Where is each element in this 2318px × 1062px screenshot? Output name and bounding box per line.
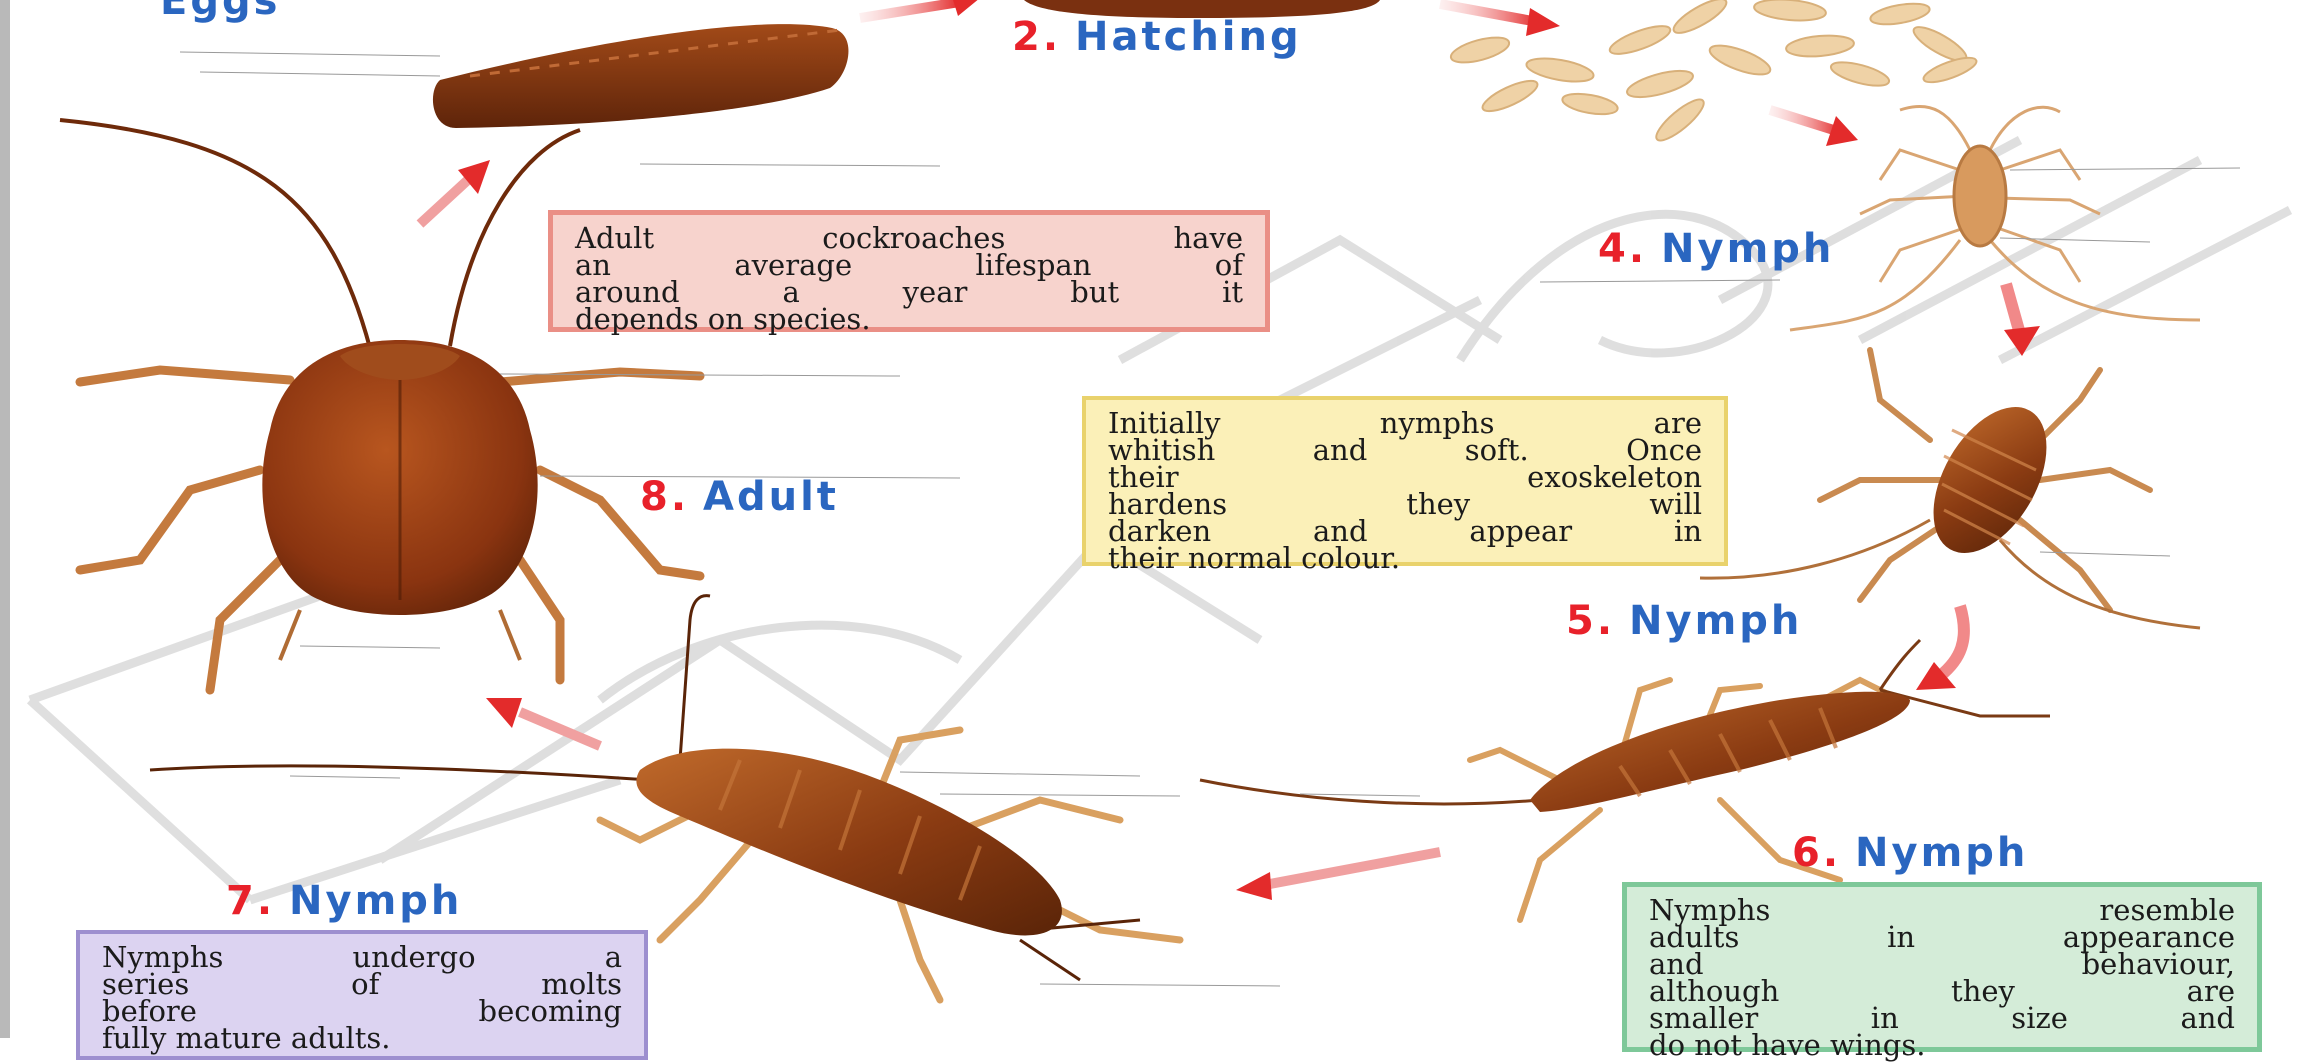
stage-number: 7. — [226, 878, 275, 924]
arrow-adult-to-eggs — [420, 160, 490, 224]
stage-number: 5. — [1566, 598, 1615, 644]
stage-word: Hatching — [1075, 14, 1302, 60]
arrow-eggs-to-hatching — [860, 0, 980, 18]
stage-label-eggs-word: Eggs — [160, 0, 280, 24]
arrow-to-adult — [486, 698, 600, 746]
info-box-nymph-5: Initially nymphs are whitish and soft. O… — [1082, 396, 1728, 566]
stage-word: Nymph — [1855, 830, 2028, 876]
arrow-to-nymph4 — [1770, 110, 1858, 146]
stage-label-hatching: 2. Hatching — [1012, 14, 1302, 60]
info-line: do not have wings. — [1649, 1032, 2235, 1059]
info-box-nymph-7: Nymphs undergo a series of molts before … — [76, 930, 648, 1060]
stage-word: Nymph — [1661, 226, 1834, 272]
stage-label-nymph-6: 6. Nymph — [1792, 830, 2028, 876]
stage-label-nymph-7: 7. Nymph — [226, 878, 462, 924]
arrow-to-nymph7 — [1236, 852, 1440, 900]
egg-capsule-ootheca — [180, 24, 940, 166]
info-box-nymph-6: Nymphs resemble adults in appearance and… — [1622, 882, 2262, 1052]
stage-number: 2. — [1012, 14, 1061, 60]
stage-label-adult: 8. Adult — [640, 474, 839, 520]
stage-word: Nymph — [289, 878, 462, 924]
info-line: depends on species. — [575, 306, 1243, 333]
stage-number: 8. — [640, 474, 689, 520]
cockroach-life-cycle-diagram: Eggs 2.Hatching 4.Nymph 5.Nymph 6.Nymph … — [0, 0, 2318, 1038]
stage-word: Nymph — [1629, 598, 1802, 644]
adult-illustration — [60, 120, 960, 690]
stage-label-nymph-4: 4. Nymph — [1598, 226, 1834, 272]
stage-word: Adult — [703, 474, 839, 520]
stage-label-nymph-5: 5. Nymph — [1566, 598, 1802, 644]
info-box-adult: Adult cockroaches have an average lifesp… — [548, 210, 1270, 332]
stage-label-eggs: Eggs — [160, 0, 280, 24]
info-line: fully mature adults. — [102, 1025, 622, 1052]
info-line: their normal colour. — [1108, 545, 1702, 572]
stage-number: 6. — [1792, 830, 1841, 876]
stage-number: 4. — [1598, 226, 1647, 272]
arrow-to-nymph6 — [1916, 606, 1964, 690]
nymph-5-illustration — [1700, 350, 2200, 628]
arrow-hatching-to-eggs-group — [1440, 4, 1560, 36]
